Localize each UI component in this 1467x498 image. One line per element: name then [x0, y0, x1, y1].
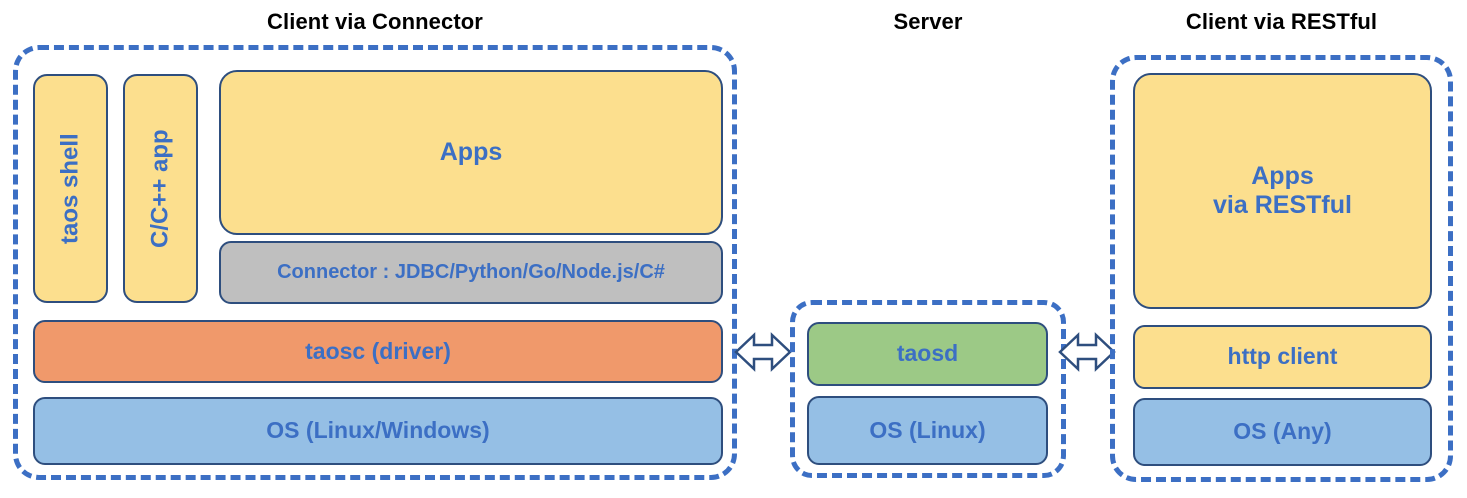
box-os-linux[interactable]: OS (Linux)	[807, 396, 1048, 465]
panel-client-via-connector	[13, 45, 737, 480]
title-client-via-restful: Client via RESTful	[1185, 9, 1378, 34]
box-c-cpp-app[interactable]: C/C++ app	[123, 74, 198, 303]
box-apps-via-restful-line1: Apps	[1251, 161, 1314, 190]
client-to-server-arrow	[734, 330, 792, 374]
panel-server	[790, 300, 1066, 478]
box-os-linux-windows[interactable]: OS (Linux/Windows)	[33, 397, 723, 465]
box-apps-via-restful-line2: via RESTful	[1213, 191, 1352, 219]
box-apps-via-restful[interactable]: Apps via RESTful	[1133, 73, 1432, 309]
box-http-client[interactable]: http client	[1133, 325, 1432, 389]
box-connector-list[interactable]: Connector : JDBC/Python/Go/Node.js/C#	[219, 241, 723, 304]
title-client-via-connector: Client via Connector	[267, 9, 483, 34]
box-taosc-driver[interactable]: taosc (driver)	[33, 320, 723, 383]
server-to-restful-arrow	[1058, 330, 1116, 374]
box-apps-connector[interactable]: Apps	[219, 70, 723, 235]
box-taos-shell[interactable]: taos shell	[33, 74, 108, 303]
title-server: Server	[893, 9, 963, 34]
panel-client-via-restful	[1110, 55, 1453, 482]
box-taosd[interactable]: taosd	[807, 322, 1048, 386]
box-os-any[interactable]: OS (Any)	[1133, 398, 1432, 466]
